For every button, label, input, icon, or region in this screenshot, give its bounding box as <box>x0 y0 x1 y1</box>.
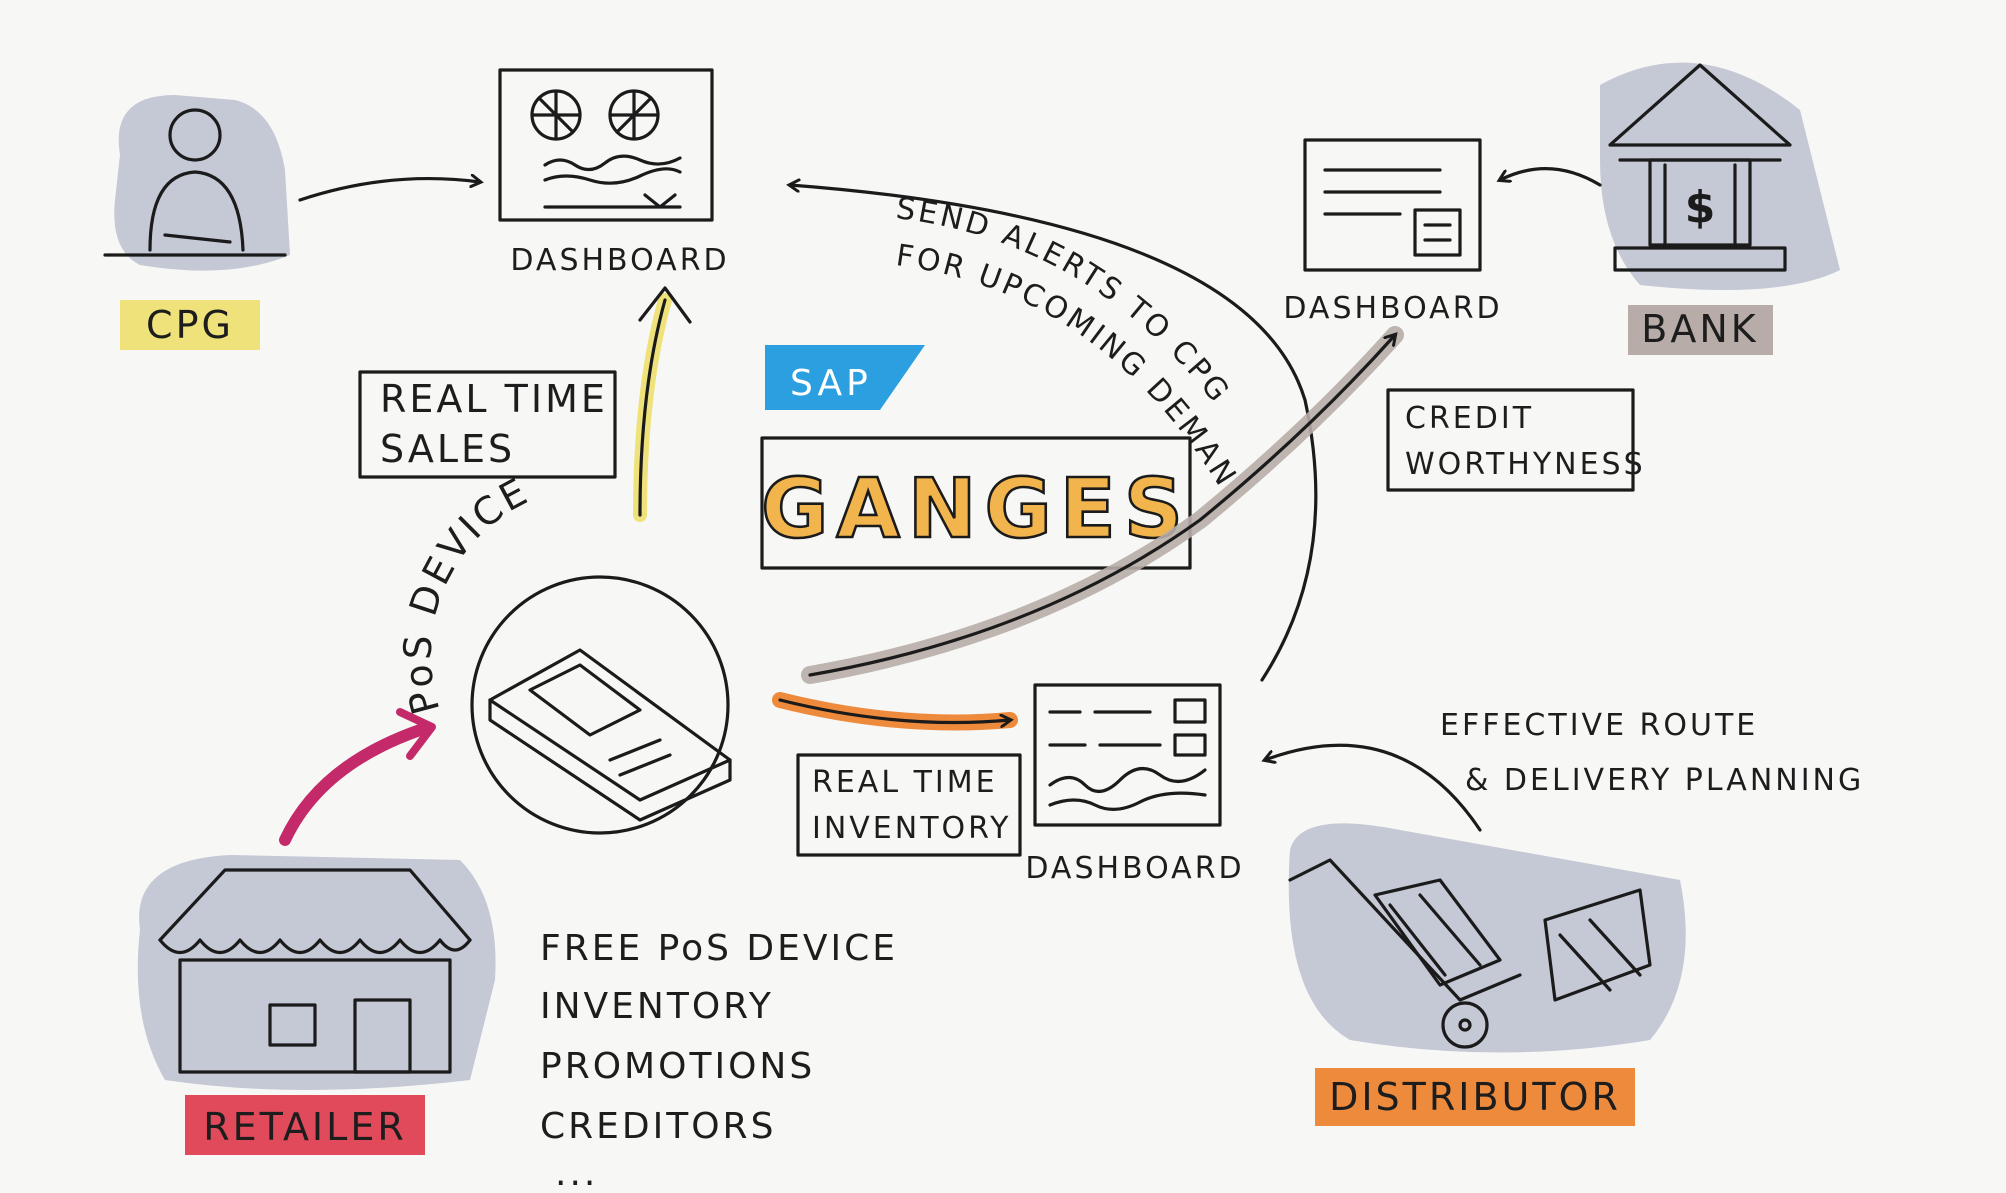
pie-chart-icon <box>530 89 582 141</box>
line-chart-squiggle <box>543 167 682 185</box>
distributor-shadow <box>1288 823 1686 1053</box>
distributor-node: DISTRIBUTOR <box>1288 823 1686 1126</box>
bank-label: BANK <box>1641 307 1758 351</box>
bank-to-dashboard-arrow <box>1500 167 1602 187</box>
bank-label-bg <box>1628 305 1773 355</box>
real-time-sales-tag: REAL TIME SALES <box>358 370 617 479</box>
retailer-to-pos-arrowhead <box>396 708 436 760</box>
cpg-shadow <box>114 95 291 271</box>
cpg-to-dashboard-arrow <box>298 179 480 202</box>
ganges-frame <box>760 436 1192 570</box>
distributor-label: DISTRIBUTOR <box>1329 1075 1621 1119</box>
sap-logo: SAP <box>765 345 925 410</box>
text-lines-icon <box>1323 168 1442 216</box>
alerts-arrow <box>790 185 1318 682</box>
dashboard-frame <box>1033 683 1222 827</box>
sales-flow-line <box>638 298 667 517</box>
feature-item: PROMOTIONS <box>540 1046 815 1087</box>
feature-item: FREE PoS DEVICE <box>540 928 898 969</box>
line-chart-squiggle <box>1048 791 1207 811</box>
bank-dashboard-label: DASHBOARD <box>1283 291 1502 326</box>
tag-frame <box>796 753 1022 857</box>
sap-text: SAP <box>790 363 872 404</box>
dashboard-frame <box>1303 138 1482 272</box>
slider-icon <box>543 193 682 209</box>
bank-shadow <box>1600 62 1840 290</box>
tag-frame <box>358 370 617 479</box>
credit-flow-line <box>808 335 1395 677</box>
tag-line-2: WORTHYNESS <box>1405 447 1646 482</box>
dashboard-frame <box>498 68 714 222</box>
route-line-2: & DELIVERY PLANNING <box>1465 763 1864 798</box>
dollar-icon: $ <box>1685 182 1716 233</box>
route-line-1: EFFECTIVE ROUTE <box>1440 708 1758 743</box>
retailer-to-pos-arrow <box>279 724 426 846</box>
credit-worthyness-tag: CREDIT WORTHYNESS <box>1386 388 1646 492</box>
pos-label: PoS DEVICE <box>395 469 536 720</box>
tag-line-2: INVENTORY <box>812 811 1011 846</box>
shop-icon <box>158 868 472 1074</box>
cpg-label: CPG <box>146 303 234 347</box>
distributor-to-dashboard-arrow <box>1265 743 1482 832</box>
cpg-label-bg <box>120 300 260 350</box>
tag-frame <box>1386 388 1635 492</box>
bank-icon: $ <box>1608 63 1792 272</box>
real-time-inventory-tag: REAL TIME INVENTORY <box>796 753 1022 857</box>
distributor-dashboard: DASHBOARD <box>1025 683 1244 886</box>
tag-line-1: REAL TIME <box>812 765 998 800</box>
hand-truck-icon <box>1288 858 1652 1049</box>
retailer-label: RETAILER <box>203 1105 406 1149</box>
pos-terminal-icon <box>488 648 732 822</box>
line-chart-squiggle <box>543 154 682 172</box>
feature-item: ... <box>555 1153 598 1193</box>
tag-line-1: CREDIT <box>1405 401 1534 436</box>
ganges-brand: GANGES <box>760 436 1192 570</box>
cpg-dashboard: DASHBOARD <box>498 68 729 278</box>
document-icon <box>1413 208 1462 257</box>
tag-line-1: REAL TIME <box>380 377 608 421</box>
widget-icon <box>1173 698 1207 724</box>
sales-flow-arrowhead <box>638 286 692 324</box>
pos-node: PoS DEVICE <box>395 469 732 835</box>
ganges-title: GANGES <box>761 462 1191 557</box>
sap-badge <box>765 345 925 410</box>
retailer-shadow <box>137 855 496 1090</box>
line-chart-squiggle <box>1048 767 1207 793</box>
bank-node: $ BANK <box>1600 62 1840 355</box>
retailer-label-bg <box>185 1095 425 1155</box>
feature-item: INVENTORY <box>540 986 774 1027</box>
pie-chart-icon <box>608 89 660 141</box>
cpg-dashboard-label: DASHBOARD <box>510 243 729 278</box>
distributor-dashboard-label: DASHBOARD <box>1025 851 1244 886</box>
inventory-flow-line <box>778 698 1010 723</box>
retailer-node: RETAILER <box>137 855 496 1155</box>
widget-icon <box>1173 733 1207 757</box>
distributor-label-bg <box>1315 1068 1635 1126</box>
feature-list: FREE PoS DEVICE INVENTORY PROMOTIONS CRE… <box>540 928 898 1193</box>
feature-item: CREDITORS <box>540 1106 776 1147</box>
bank-dashboard: DASHBOARD <box>1283 138 1502 326</box>
cpg-node: CPG <box>103 95 291 350</box>
person-icon <box>103 108 287 257</box>
pos-circle <box>470 575 730 835</box>
tag-line-2: SALES <box>380 427 515 471</box>
